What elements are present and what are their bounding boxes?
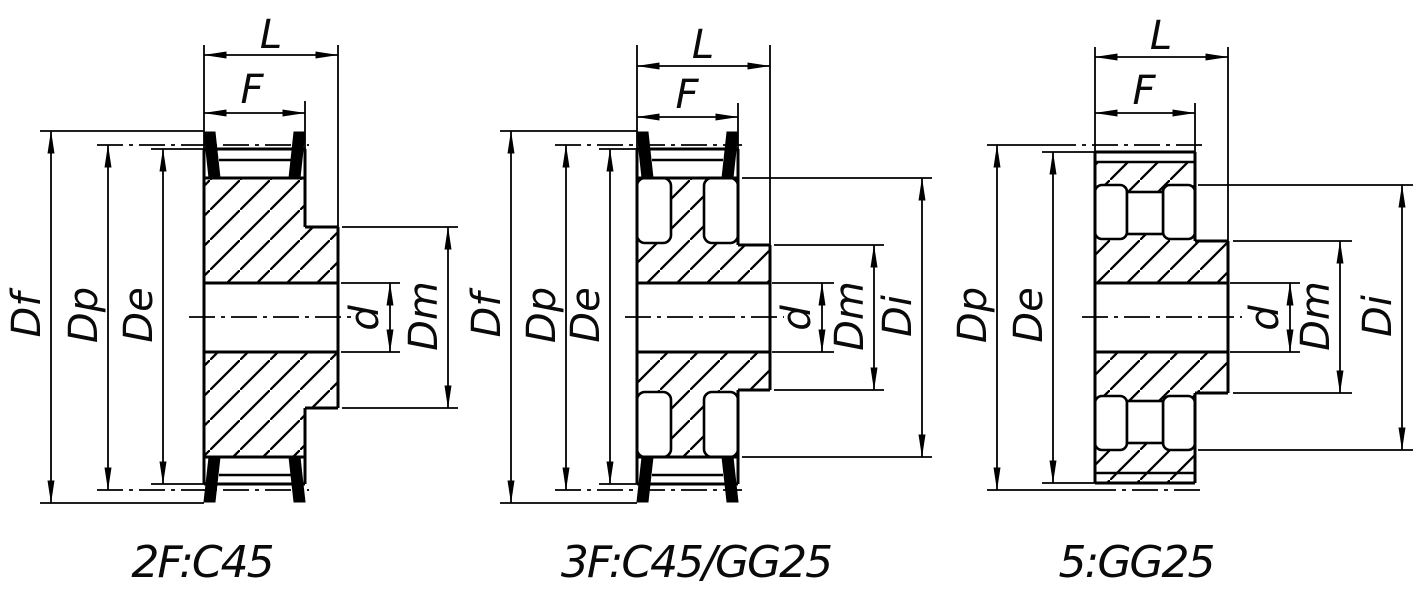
dim-label-F: F — [675, 72, 699, 118]
section-hatch — [637, 178, 770, 457]
section-hatch — [204, 178, 338, 457]
dim-label-d: d — [1242, 305, 1288, 331]
relief-recess-top-right — [702, 176, 740, 245]
dim-label-Df: Df — [464, 287, 510, 338]
relief-recess-top-left — [1093, 183, 1129, 241]
flange-bottom-right — [288, 456, 306, 503]
pulley-body — [635, 131, 772, 503]
dim-label-Di: Di — [875, 295, 921, 337]
figure-pulley-5: L F Dp De d Dm Di 5:GG25 — [950, 13, 1413, 588]
dim-label-De: De — [1006, 287, 1052, 342]
flange-top-left — [636, 131, 654, 179]
web-hole-top — [1125, 190, 1165, 236]
relief-recess-top-left — [635, 176, 673, 245]
dim-label-Dp: Dp — [519, 287, 565, 343]
flange-bottom-left — [636, 456, 654, 503]
dim-label-L: L — [260, 12, 282, 58]
pulley-body — [1093, 150, 1230, 485]
dim-label-Dm: Dm — [401, 281, 447, 351]
flange-bottom-right — [721, 456, 739, 503]
figure-pulley-3f: L F Df Dp De d Dm Di 3F:C45/GG25 — [464, 22, 932, 588]
web-hole-bottom — [1125, 399, 1165, 445]
dim-label-L: L — [692, 22, 714, 68]
dim-label-Dp: Dp — [61, 287, 107, 343]
dim-label-Dp: Dp — [950, 287, 996, 343]
dimension-lines — [987, 47, 1413, 491]
dim-label-Dm: Dm — [1293, 281, 1339, 351]
dim-label-Dm: Dm — [827, 281, 873, 351]
relief-recess-bottom-right — [1161, 394, 1197, 452]
figure-caption: 3F:C45/GG25 — [561, 537, 831, 588]
dimension-labels: L F Dp De d Dm Di — [950, 13, 1401, 351]
flange-top-left — [203, 131, 221, 179]
figure-pulley-2f: L F Df Dp De d Dm 2F:C45 — [4, 12, 458, 588]
dim-label-Df: Df — [4, 287, 50, 338]
dim-label-Di: Di — [1355, 295, 1401, 337]
flange-bottom-left — [203, 456, 221, 503]
figure-caption: 5:GG25 — [1059, 537, 1214, 588]
dim-label-L: L — [1150, 13, 1172, 59]
dimension-labels: L F Df Dp De d Dm — [4, 12, 447, 351]
flange-top-right — [288, 131, 306, 179]
figure-caption: 2F:C45 — [131, 537, 272, 588]
relief-recess-bottom-right — [702, 390, 740, 459]
relief-recess-bottom-left — [1093, 394, 1129, 452]
dim-label-d: d — [342, 305, 388, 331]
pulley-body — [202, 131, 340, 503]
relief-recess-top-right — [1161, 183, 1197, 241]
dim-label-F: F — [240, 67, 264, 113]
relief-recess-bottom-left — [635, 390, 673, 459]
dim-label-De: De — [563, 287, 609, 342]
flange-top-right — [721, 131, 739, 179]
dim-label-De: De — [116, 287, 162, 342]
dimension-lines — [40, 45, 458, 504]
dim-label-F: F — [1132, 68, 1156, 114]
dim-label-d: d — [774, 305, 820, 331]
dimension-labels: L F Df Dp De d Dm Di — [464, 22, 921, 351]
